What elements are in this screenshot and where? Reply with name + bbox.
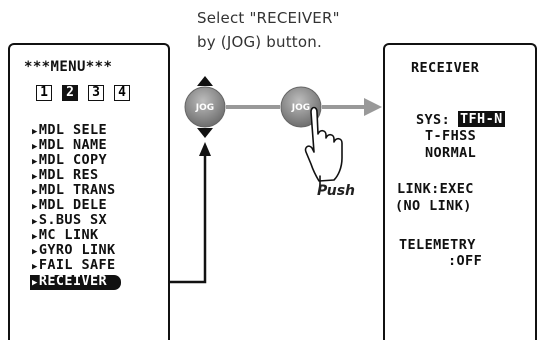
sys-option-normal[interactable]: NORMAL: [425, 145, 477, 161]
jog-label-right: JOG: [291, 103, 310, 113]
arrow-to-receiver-head: [364, 98, 382, 116]
page-box-4[interactable]: 4: [114, 85, 130, 101]
menu-screen: ***MENU*** 1 2 3 4 ▶MDL SELE ▶MDL NAME ▶…: [8, 43, 170, 340]
link-exec[interactable]: LINK:EXEC: [397, 181, 474, 197]
menu-item-mdl-dele[interactable]: ▶MDL DELE: [32, 197, 108, 213]
receiver-title: RECEIVER: [411, 60, 480, 76]
telemetry-label: TELEMETRY: [399, 237, 476, 253]
link-status: (NO LINK): [395, 198, 472, 214]
jog-button-left[interactable]: JOG: [184, 86, 226, 128]
page-box-2[interactable]: 2: [62, 85, 78, 101]
menu-title: ***MENU***: [24, 59, 113, 75]
sys-label: SYS:: [416, 112, 451, 128]
jog-up-triangle[interactable]: [197, 76, 213, 86]
menu-item-mdl-res[interactable]: ▶MDL RES: [32, 167, 99, 183]
menu-item-receiver[interactable]: ▶RECEIVER: [30, 274, 122, 290]
select-arrow-line: [170, 152, 207, 284]
menu-item-gyro-link[interactable]: ▶GYRO LINK: [32, 242, 116, 258]
menu-item-mc-link[interactable]: ▶MC LINK: [32, 227, 99, 243]
select-arrow-head: [199, 142, 211, 156]
page-box-1[interactable]: 1: [36, 85, 52, 101]
telemetry-value[interactable]: :OFF: [448, 253, 483, 269]
sys-option-tfh-n[interactable]: TFH-N: [458, 111, 505, 127]
receiver-screen: RECEIVER SYS: TFH-N T-FHSS NORMAL LINK:E…: [383, 43, 537, 340]
menu-item-mdl-name[interactable]: ▶MDL NAME: [32, 137, 108, 153]
jog-label-left: JOG: [195, 103, 214, 113]
menu-item-mdl-copy[interactable]: ▶MDL COPY: [32, 152, 108, 168]
push-label: Push: [317, 183, 356, 199]
push-hand-icon: [304, 106, 343, 187]
menu-item-fail-safe[interactable]: ▶FAIL SAFE: [32, 257, 116, 273]
sys-option-t-fhss[interactable]: T-FHSS: [425, 128, 477, 144]
caption-line-2: by (JOG) button.: [197, 33, 322, 51]
menu-item-s-bus-sx[interactable]: ▶S.BUS SX: [32, 212, 108, 228]
menu-item-mdl-trans[interactable]: ▶MDL TRANS: [32, 182, 116, 198]
jog-down-triangle[interactable]: [197, 128, 213, 138]
page-box-3[interactable]: 3: [88, 85, 104, 101]
menu-item-mdl-sele[interactable]: ▶MDL SELE: [32, 122, 108, 138]
caption-line-1: Select "RECEIVER": [197, 9, 340, 27]
